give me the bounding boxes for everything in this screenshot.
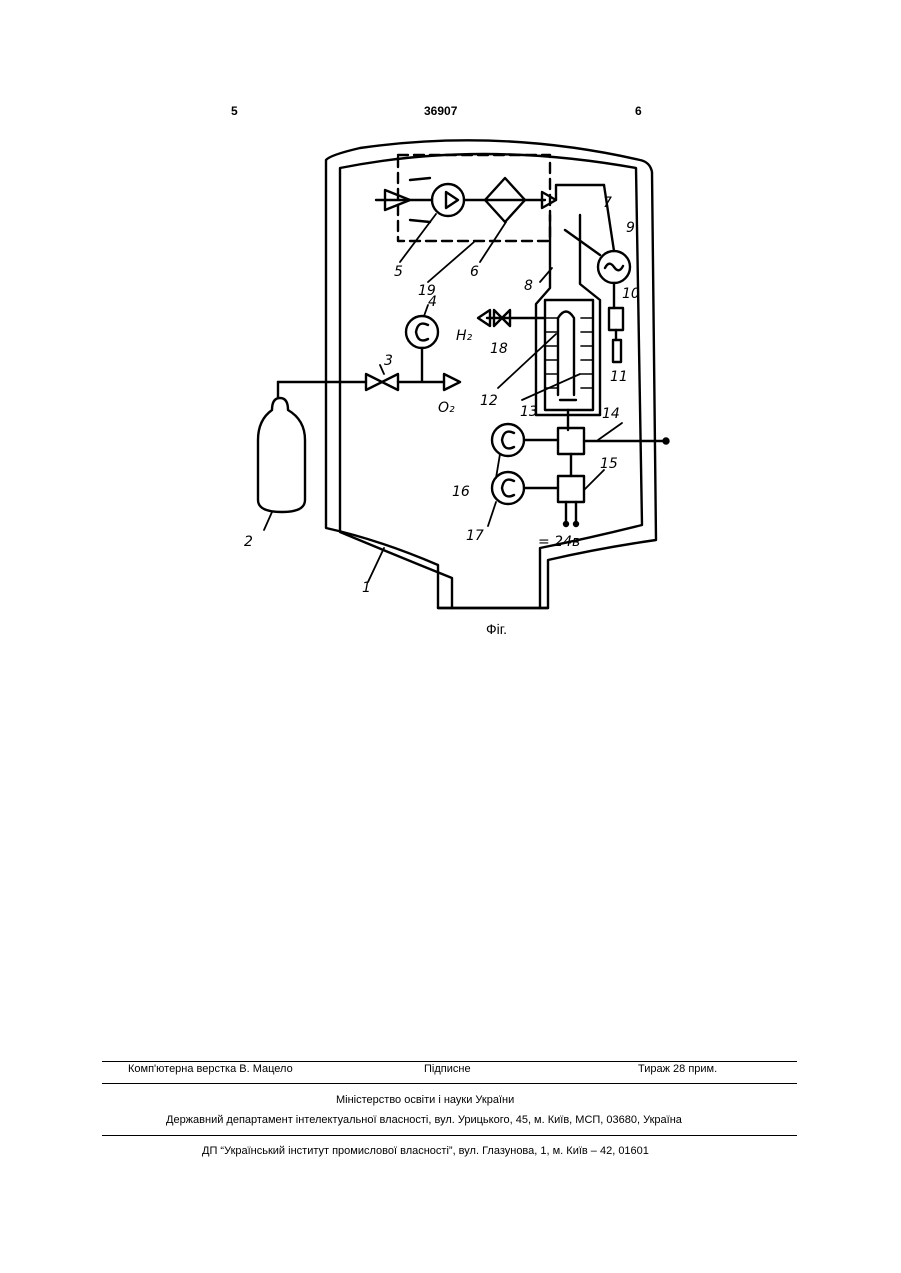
gas-bottle-2 [258,398,305,512]
footer-signed: Підписне [424,1063,471,1075]
label-12: 12 [480,393,498,409]
unit-15 [558,476,584,502]
footer-typesetting: Комп'ютерна верстка В. Мацело [128,1063,293,1075]
figure-caption: Фіг. [486,621,507,637]
label-o2: O₂ [438,400,455,416]
footer-rule-bottom [102,1135,797,1136]
label-3: 3 [384,353,393,369]
label-19: 19 [418,283,436,299]
dashed-block-19 [398,155,550,241]
footer-circulation: Тираж 28 прим. [638,1063,717,1075]
footer-ministry: Міністерство освіти і науки України [336,1094,514,1106]
pump-5-icon [432,184,464,216]
label-10: 10 [622,286,640,302]
sensor-4-icon [406,316,438,348]
footer-institute: ДП “Український інститут промислової вла… [202,1145,649,1157]
label-9: 9 [626,220,635,236]
unit-14 [558,428,584,454]
valve-3-icon [366,374,398,390]
patent-number: 36907 [424,104,457,118]
label-16: 16 [452,484,470,500]
footer-rule-top [102,1061,797,1062]
footer-rule-middle [102,1083,797,1084]
label-17: 17 [466,528,484,544]
label-8: 8 [524,278,533,294]
element-11 [613,340,621,362]
o2-outlet-icon [444,374,460,390]
label-13: 13 [520,404,538,420]
label-15: 15 [600,456,618,472]
label-voltage: = 24в [538,534,580,550]
label-1: 1 [362,580,371,596]
label-2: 2 [244,534,253,550]
label-11: 11 [610,369,628,385]
label-7: 7 [603,195,612,211]
footer-department: Державний департамент інтелектуальної вл… [166,1114,682,1126]
label-18: 18 [490,341,508,357]
page-number-left: 5 [231,104,238,118]
figure-diagram: 1 2 3 4 5 6 7 8 9 10 11 12 13 14 15 16 1… [232,128,672,638]
label-5: 5 [394,264,403,280]
label-14: 14 [602,406,620,422]
page-number-right: 6 [635,104,642,118]
sensor-16-icon [492,424,524,456]
cell-12 [545,300,593,410]
label-h2: H₂ [456,328,473,344]
label-6: 6 [470,264,479,280]
resistor-10 [609,308,623,330]
